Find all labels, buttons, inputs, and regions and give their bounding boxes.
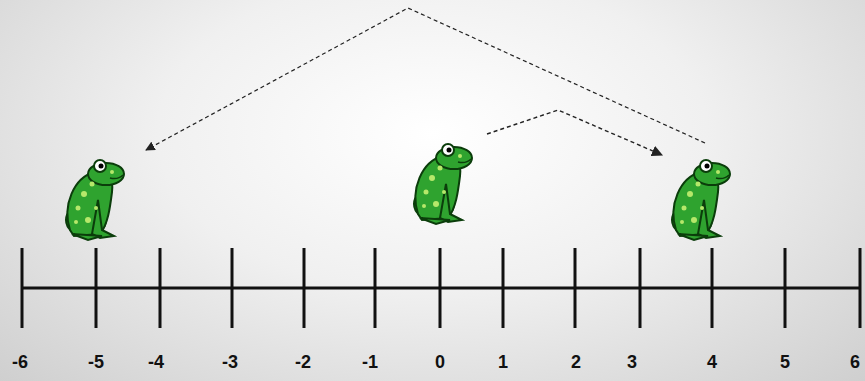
tick-mark bbox=[231, 248, 234, 328]
tick-mark bbox=[784, 248, 787, 328]
tick-mark bbox=[439, 248, 442, 328]
tick-mark bbox=[502, 248, 505, 328]
tick-number: 5 bbox=[780, 353, 790, 371]
tick-mark bbox=[574, 248, 577, 328]
tick-mark bbox=[711, 248, 714, 328]
tick-number: -3 bbox=[222, 353, 238, 371]
tick-number: 2 bbox=[571, 353, 581, 371]
tick-number: 0 bbox=[435, 353, 445, 371]
tick-number: 4 bbox=[707, 353, 717, 371]
tick-mark bbox=[21, 248, 24, 328]
tick-mark bbox=[159, 248, 162, 328]
tick-number: 3 bbox=[627, 353, 637, 371]
tick-number: -2 bbox=[295, 353, 311, 371]
tick-number: -6 bbox=[12, 353, 28, 371]
tick-mark bbox=[374, 248, 377, 328]
tick-number: 1 bbox=[498, 353, 508, 371]
tick-mark bbox=[859, 248, 862, 328]
tick-number: 6 bbox=[850, 353, 860, 371]
tick-mark bbox=[95, 248, 98, 328]
tick-number: -4 bbox=[148, 353, 164, 371]
tick-mark bbox=[639, 248, 642, 328]
tick-number: -5 bbox=[88, 353, 104, 371]
tick-mark bbox=[303, 248, 306, 328]
tick-number: -1 bbox=[362, 353, 378, 371]
